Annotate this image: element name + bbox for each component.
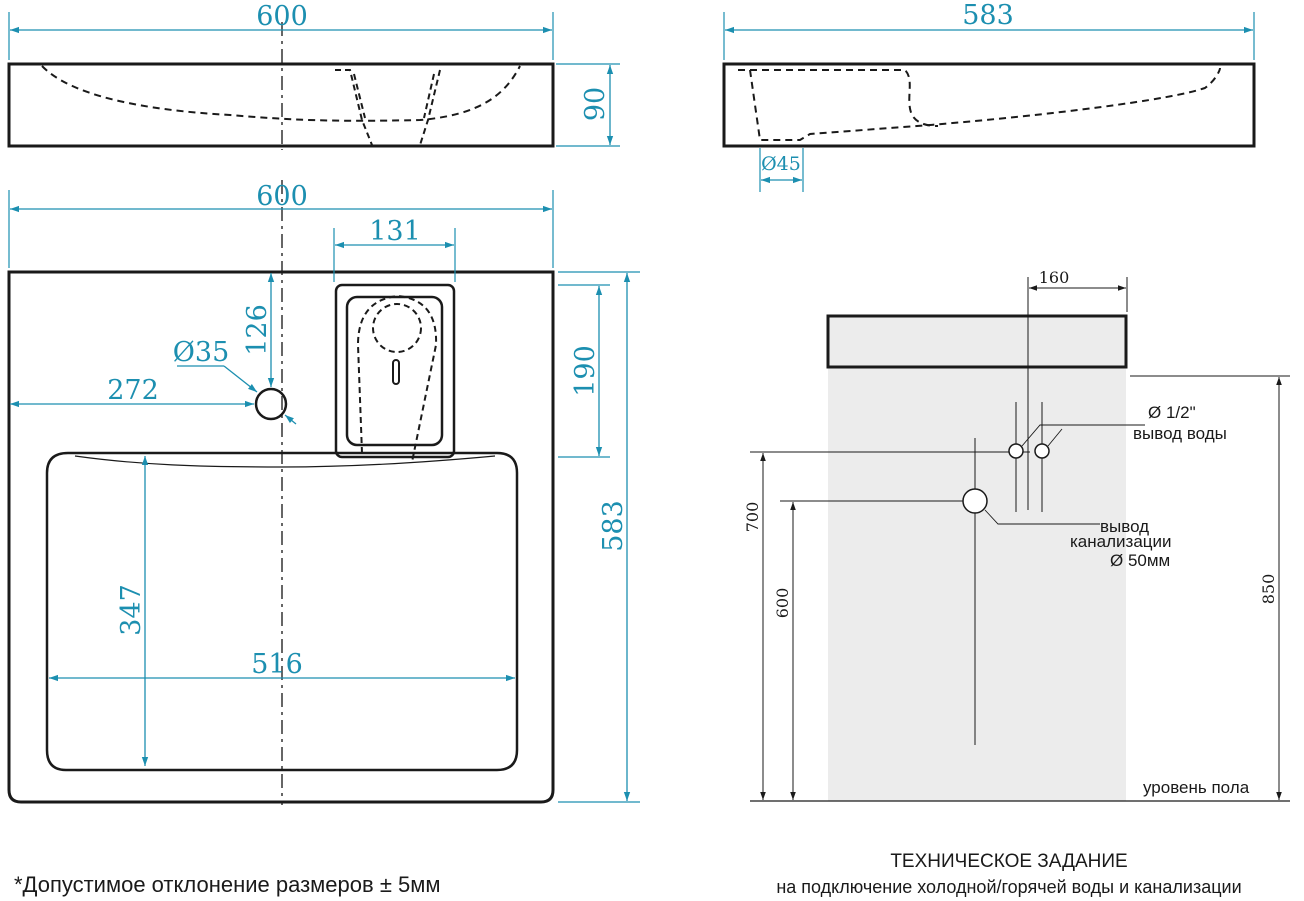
plan-depth-dimension: 583: [598, 500, 629, 552]
drain-diameter-dimension: Ø45: [761, 153, 801, 175]
installation-scheme: 160 700 600 850 Ø 1/2" вывод воды вывод …: [743, 268, 1290, 802]
sewer-diameter-label: Ø 50мм: [1110, 551, 1170, 570]
basin-silhouette: [826, 314, 1128, 369]
floor-level-label: уровень пола: [1143, 778, 1250, 797]
hole-diameter-dimension: Ø35: [173, 337, 230, 368]
side-depth-dimension: 583: [962, 0, 1014, 31]
cold-water-outlet: [1008, 443, 1024, 459]
bowl-width-dimension: 516: [251, 649, 303, 680]
faucet-depth-dimension: 190: [570, 345, 601, 397]
water-pipe-size: Ø 1/2": [1148, 403, 1196, 422]
front-elevation-view: 600 90: [7, 1, 620, 150]
side-elevation-view: 583 Ø45: [722, 0, 1256, 192]
faucet-width-dimension: 131: [369, 216, 421, 247]
top-height-dimension: 90: [580, 87, 611, 121]
bowl-depth-dimension: 347: [116, 584, 147, 636]
hot-water-outlet: [1034, 443, 1050, 459]
sewer-outlet: [962, 488, 988, 514]
basin-height-dimension: 850: [1259, 574, 1278, 605]
sewer-height-dimension: 600: [773, 588, 792, 619]
hole-position-dimension: 272: [107, 375, 159, 406]
water-height-dimension: 700: [743, 502, 762, 533]
wall-area: [828, 367, 1126, 801]
tolerance-note: *Допустимое отклонение размеров ± 5мм: [14, 872, 441, 897]
spec-subtitle: на подключение холодной/горячей воды и к…: [776, 877, 1242, 897]
top-width-dimension: 600: [256, 1, 308, 32]
water-outlet-label: вывод воды: [1133, 424, 1227, 443]
spec-title: ТЕХНИЧЕСКОЕ ЗАДАНИЕ: [890, 851, 1128, 872]
outlet-offset-dimension: 160: [1039, 268, 1070, 287]
sewer-outlet-label: вывод: [1100, 517, 1149, 536]
plan-width-dimension: 600: [256, 181, 308, 212]
sewer-outlet-label-2: канализации: [1070, 532, 1172, 551]
hole-offset-dimension: 126: [242, 304, 273, 356]
faucet-hole: [254, 387, 288, 421]
plan-view: 600 131 126 Ø35 272 190 583 347 516: [7, 180, 640, 805]
